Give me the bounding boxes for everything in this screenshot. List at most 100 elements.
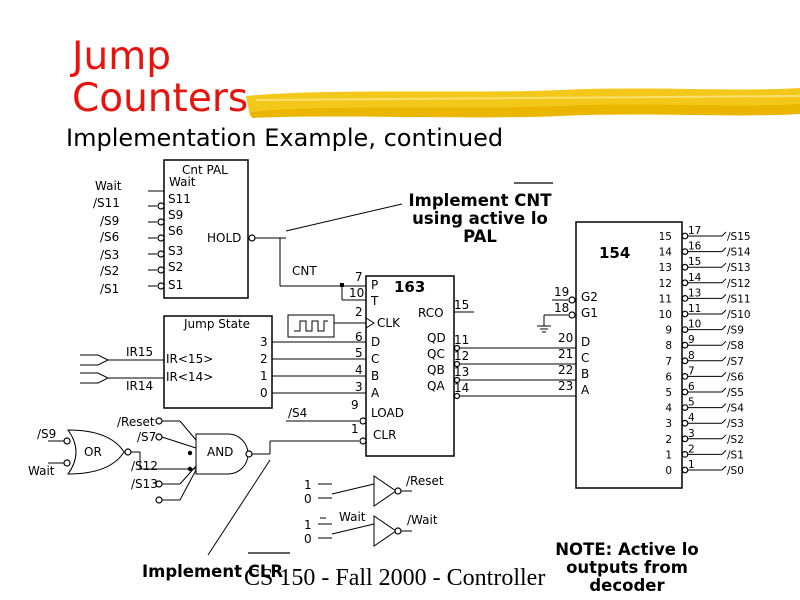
counter-163-pin-num: 5 <box>355 346 363 360</box>
decoder-output-index: 9 <box>665 325 672 337</box>
decoder-output-index: 15 <box>659 231 672 243</box>
inversion-bubbles <box>63 202 576 535</box>
junction-dots <box>187 283 344 472</box>
decoder-154-input: B <box>581 367 589 381</box>
decoder-output-pin: 3 <box>688 428 695 440</box>
cnt-pal-pin: S3 <box>168 244 183 258</box>
decoder-154-input-num: 22 <box>558 363 573 377</box>
cnt-pal-box <box>163 159 249 299</box>
decoder-output-index: 2 <box>665 434 672 446</box>
decoder-output-tick <box>721 450 727 455</box>
decoder-output-wires <box>686 231 727 471</box>
cnt-pal-pin: S6 <box>168 224 183 238</box>
title-line-2: Counters <box>72 76 249 121</box>
decoder-154-input: C <box>581 351 589 365</box>
cnt-pal-signal: /S9 <box>100 214 119 228</box>
decoder-output-tick <box>721 309 727 315</box>
decoder-output-pin: 1 <box>688 459 695 471</box>
decoder-output-signal: /S10 <box>727 309 751 321</box>
switch-lo-label: 0 <box>304 532 312 546</box>
decoder-output-pin: 5 <box>688 397 695 409</box>
cnt-pal-hold: HOLD <box>207 231 241 245</box>
decoder-output-bubble <box>681 279 689 287</box>
counter-163-pin: LOAD <box>371 406 404 420</box>
counter-163-output-num: 12 <box>454 349 469 363</box>
decoder-output-pin: 2 <box>688 443 695 455</box>
counter-163-pin: A <box>371 386 380 400</box>
ir15-signal: IR15 <box>126 345 153 359</box>
cnt-pal-signal: Wait <box>95 179 122 193</box>
counter-163-output-num: 11 <box>454 333 469 347</box>
counter-163-pin-num: 1 <box>351 422 359 436</box>
decoder-output-tick <box>721 434 727 440</box>
slide-footer: CS 150 - Fall 2000 - Controller <box>244 565 546 591</box>
decoder-output-pin: 15 <box>688 256 701 268</box>
decoder-output-index: 8 <box>665 340 672 352</box>
counter-163-pin: T <box>370 294 379 308</box>
yellow-brush-stroke <box>246 88 800 118</box>
jump-state-title: Jump State <box>183 317 250 331</box>
decoder-output-index: 11 <box>659 293 672 305</box>
decoder-output-signal: /S3 <box>727 418 744 430</box>
note-clr-signal: CLR <box>247 562 284 581</box>
switch-hi-label: 1 <box>304 518 312 532</box>
jump-state-input: IR<15> <box>166 352 213 366</box>
decoder-output-signal: /S1 <box>727 449 744 461</box>
decoder-output-bubbles <box>681 232 689 474</box>
cnt-pal-signal: /S1 <box>100 282 119 296</box>
counter-163-pin-num: 9 <box>351 398 359 412</box>
decoder-output-bubble <box>681 404 689 412</box>
decoder-output-signal: /S13 <box>727 262 751 274</box>
decoder-154-enable-num: 18 <box>554 301 569 315</box>
decoder-output-bubble <box>681 419 689 427</box>
note-cnt-line3: PAL <box>463 227 497 246</box>
decoder-output-tick <box>721 418 727 424</box>
counter-163-pin: D <box>371 335 380 349</box>
decoder-output-bubble <box>681 451 689 458</box>
decoder-output-signal: /S9 <box>727 325 744 337</box>
decoder-output-pin: 6 <box>688 381 695 393</box>
decoder-output-tick <box>721 403 727 408</box>
note-cnt-signal: CNT <box>514 191 552 210</box>
jump-state-input: IR<14> <box>166 370 213 384</box>
decoder-154-enable: G1 <box>581 306 598 320</box>
decoder-output-tick <box>721 372 727 377</box>
title-line-1: Jump <box>72 34 171 79</box>
decoder-output-pin: 8 <box>688 350 695 362</box>
or-input-signal: /S9 <box>37 427 56 441</box>
decoder-output-bubble <box>681 263 689 271</box>
counter-163-pin-num: 2 <box>355 305 363 319</box>
counter-163-rco: RCO <box>418 306 444 320</box>
counter-163-title: 163 <box>394 278 425 296</box>
decoder-output-index: 14 <box>659 247 673 259</box>
decoder-output-index: 4 <box>665 403 672 415</box>
note-cnt-line2: using active lo <box>412 209 548 228</box>
decoder-output-bubble <box>681 373 689 380</box>
decoder-output-bubble <box>681 388 689 396</box>
slide-title: Jump Counters <box>72 36 248 120</box>
decoder-output-pin: 17 <box>688 225 701 237</box>
decoder-output-bubble <box>681 326 689 334</box>
decoder-output-tick <box>721 278 727 284</box>
decoder-output-signal: /S0 <box>727 465 744 477</box>
note-decoder-line1: NOTE: Active lo <box>555 540 699 559</box>
decoder-output-index: 10 <box>659 309 672 321</box>
counter-163-pin-num: 3 <box>355 380 363 394</box>
decoder-output-tick <box>721 325 727 330</box>
note-cnt-text: Implement <box>408 191 515 210</box>
decoder-output-signal: /S7 <box>727 356 744 368</box>
decoder-154-enable: G2 <box>581 290 598 304</box>
decoder-output-bubble <box>681 341 689 349</box>
decoder-154-box <box>575 221 683 489</box>
and-input-signal: /S12 <box>131 459 158 473</box>
jump-state-output: 2 <box>260 352 268 366</box>
counter-163-output: QB <box>427 363 445 377</box>
decoder-output-bubble <box>681 466 689 474</box>
counter-163-pin: P <box>371 278 378 292</box>
decoder-output-index: 0 <box>665 465 672 477</box>
decoder-output-index: 12 <box>659 278 672 290</box>
counter-163-output-num: 13 <box>454 365 469 379</box>
counter-163-pin-num: 7 <box>355 270 363 284</box>
